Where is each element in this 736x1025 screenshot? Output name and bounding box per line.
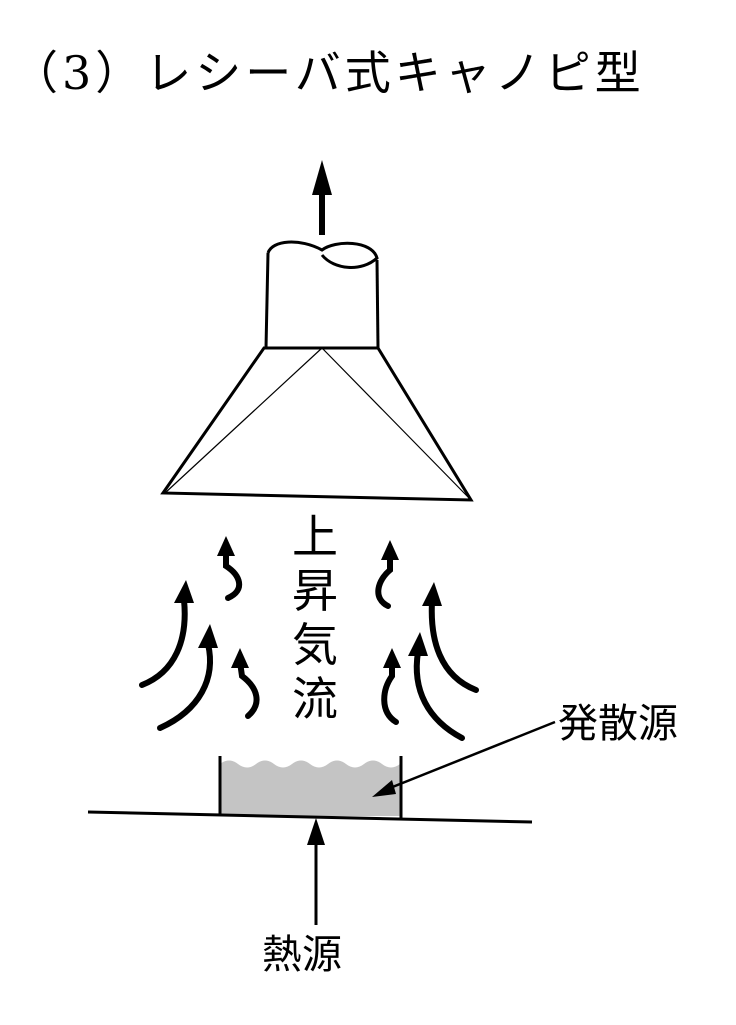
updraft-arrows xyxy=(139,536,479,741)
emission-source-leader xyxy=(372,720,556,797)
exhaust-arrow xyxy=(312,160,332,235)
emission-source-tank xyxy=(218,756,403,818)
floor-line xyxy=(87,810,533,824)
canopy-hood xyxy=(160,346,474,502)
updraft-label: 上 昇 気 流 xyxy=(292,510,338,726)
heat-source-arrow xyxy=(307,818,325,925)
diagram-title: （3）レシーバ式キャノピ型 xyxy=(12,46,645,100)
exhaust-duct xyxy=(264,240,380,349)
emission-source-label: 発散源 xyxy=(558,701,678,747)
heat-source-label: 熱源 xyxy=(262,932,342,978)
